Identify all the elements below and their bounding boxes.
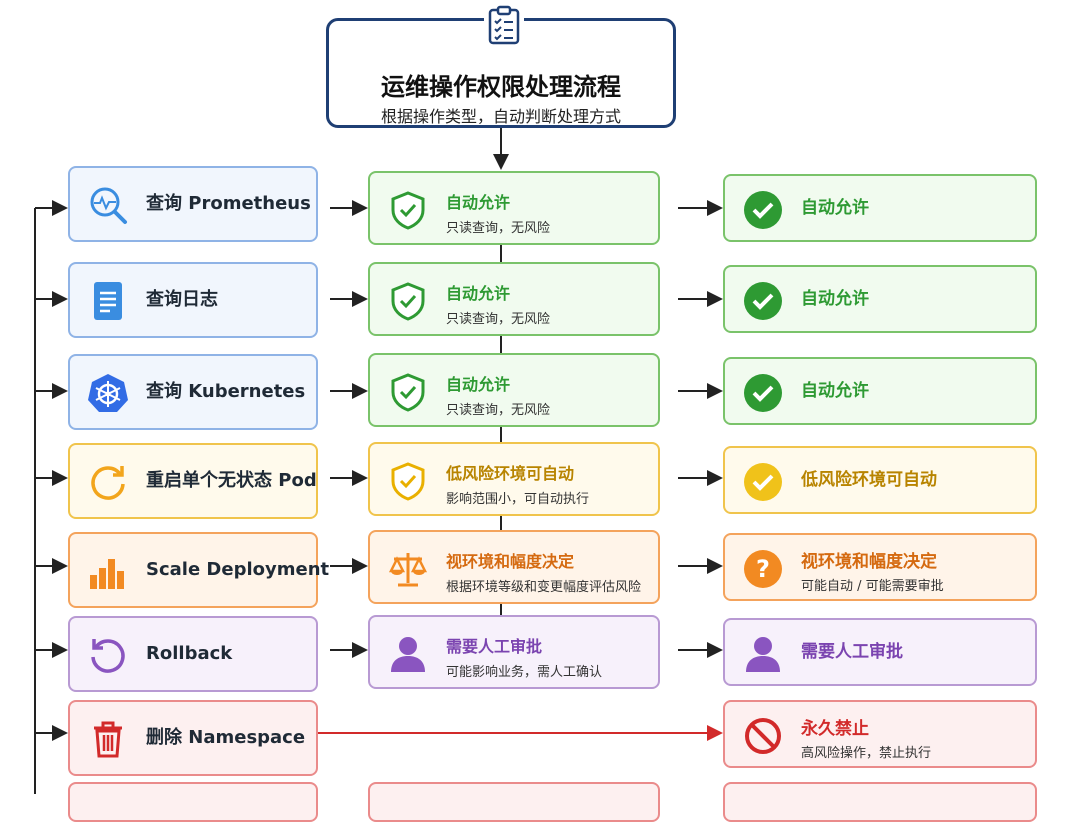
operation-box[interactable]: 重启单个无状态 Pod bbox=[68, 443, 318, 519]
shield-check-icon bbox=[388, 190, 428, 230]
evaluation-description: 只读查询，无风险 bbox=[446, 312, 551, 327]
clipboard-checklist-icon bbox=[484, 5, 524, 45]
operation-box[interactable]: 查询 Prometheus bbox=[68, 166, 318, 242]
page-title: 运维操作权限处理流程 bbox=[381, 73, 621, 101]
operation-box[interactable]: 查询 Kubernetes bbox=[68, 354, 318, 430]
flow-header: 运维操作权限处理流程 根据操作类型，自动判断处理方式 bbox=[326, 5, 676, 128]
evaluation-box-partial bbox=[368, 782, 660, 822]
page-subtitle: 根据操作类型，自动判断处理方式 bbox=[380, 107, 621, 126]
kubernetes-icon bbox=[88, 373, 128, 413]
result-box: 自动允许 bbox=[723, 174, 1037, 242]
evaluation-title: 视环境和幅度决定 bbox=[446, 552, 575, 571]
shield-check-icon bbox=[388, 461, 428, 501]
result-title: 视环境和幅度决定 bbox=[801, 552, 937, 572]
evaluation-description: 只读查询，无风险 bbox=[446, 403, 551, 418]
check-circle-icon bbox=[743, 281, 783, 321]
evaluation-title: 自动允许 bbox=[446, 193, 511, 212]
result-box: 低风险环境可自动 bbox=[723, 446, 1037, 514]
result-title: 自动允许 bbox=[801, 198, 869, 218]
check-circle-icon bbox=[743, 190, 783, 230]
user-icon bbox=[388, 634, 428, 674]
operation-label: 查询 Kubernetes bbox=[146, 381, 306, 402]
result-box: ? 视环境和幅度决定 可能自动 / 可能需要审批 bbox=[723, 533, 1037, 601]
shield-check-icon bbox=[388, 281, 428, 321]
operation-label: Rollback bbox=[146, 643, 233, 664]
result-description: 可能自动 / 可能需要审批 bbox=[801, 579, 944, 594]
result-title: 自动允许 bbox=[801, 381, 869, 401]
evaluation-description: 根据环境等级和变更幅度评估风险 bbox=[446, 580, 642, 595]
evaluation-description: 只读查询，无风险 bbox=[446, 221, 551, 236]
forbidden-icon bbox=[743, 716, 783, 756]
evaluation-description: 影响范围小，可自动执行 bbox=[446, 492, 590, 507]
operation-box[interactable]: Rollback bbox=[68, 616, 318, 692]
evaluation-box: 低风险环境可自动 影响范围小，可自动执行 bbox=[368, 442, 660, 516]
evaluation-box: 视环境和幅度决定 根据环境等级和变更幅度评估风险 bbox=[368, 530, 660, 604]
evaluation-description: 可能影响业务，需人工确认 bbox=[446, 665, 603, 680]
evaluation-title: 自动允许 bbox=[446, 375, 511, 394]
question-circle-icon: ? bbox=[743, 549, 783, 589]
result-box: 需要人工审批 bbox=[723, 618, 1037, 686]
result-title: 低风险环境可自动 bbox=[801, 470, 937, 490]
operation-label: 重启单个无状态 Pod bbox=[146, 470, 317, 491]
operation-label: 删除 Namespace bbox=[146, 727, 306, 748]
operation-box[interactable]: Scale Deployment bbox=[68, 532, 329, 608]
evaluation-box: 自动允许 只读查询，无风险 bbox=[368, 353, 660, 427]
restart-icon bbox=[88, 462, 128, 502]
result-description: 高风险操作，禁止执行 bbox=[801, 746, 932, 761]
document-icon bbox=[88, 281, 128, 321]
evaluation-box: 自动允许 只读查询，无风险 bbox=[368, 171, 660, 245]
evaluation-box: 需要人工审批 可能影响业务，需人工确认 bbox=[368, 615, 660, 689]
rollback-icon bbox=[88, 635, 128, 675]
evaluation-title: 低风险环境可自动 bbox=[446, 464, 575, 483]
operation-label: 查询 Prometheus bbox=[146, 193, 311, 214]
evaluation-title: 需要人工审批 bbox=[446, 637, 543, 656]
result-title: 永久禁止 bbox=[801, 719, 869, 739]
result-box: 自动允许 bbox=[723, 357, 1037, 425]
user-icon bbox=[743, 634, 783, 674]
operation-box-partial bbox=[68, 782, 318, 822]
shield-check-icon bbox=[388, 372, 428, 412]
result-title: 需要人工审批 bbox=[801, 642, 903, 662]
trash-icon bbox=[88, 719, 128, 759]
operation-box[interactable]: 删除 Namespace bbox=[68, 700, 318, 776]
result-box-partial bbox=[723, 782, 1037, 822]
operation-box[interactable]: 查询日志 bbox=[68, 262, 318, 338]
check-circle-icon bbox=[743, 373, 783, 413]
monitor-search-icon bbox=[88, 185, 128, 225]
evaluation-box: 自动允许 只读查询，无风险 bbox=[368, 262, 660, 336]
check-circle-icon bbox=[743, 462, 783, 502]
svg-text:?: ? bbox=[756, 555, 770, 583]
operation-label: 查询日志 bbox=[146, 289, 218, 310]
result-title: 自动允许 bbox=[801, 289, 869, 309]
evaluation-title: 自动允许 bbox=[446, 284, 511, 303]
operation-label: Scale Deployment bbox=[146, 559, 330, 580]
result-box: 自动允许 bbox=[723, 265, 1037, 333]
scale-balance-icon bbox=[388, 549, 428, 589]
result-box: 永久禁止 高风险操作，禁止执行 bbox=[723, 700, 1037, 768]
bar-chart-icon bbox=[88, 551, 128, 591]
